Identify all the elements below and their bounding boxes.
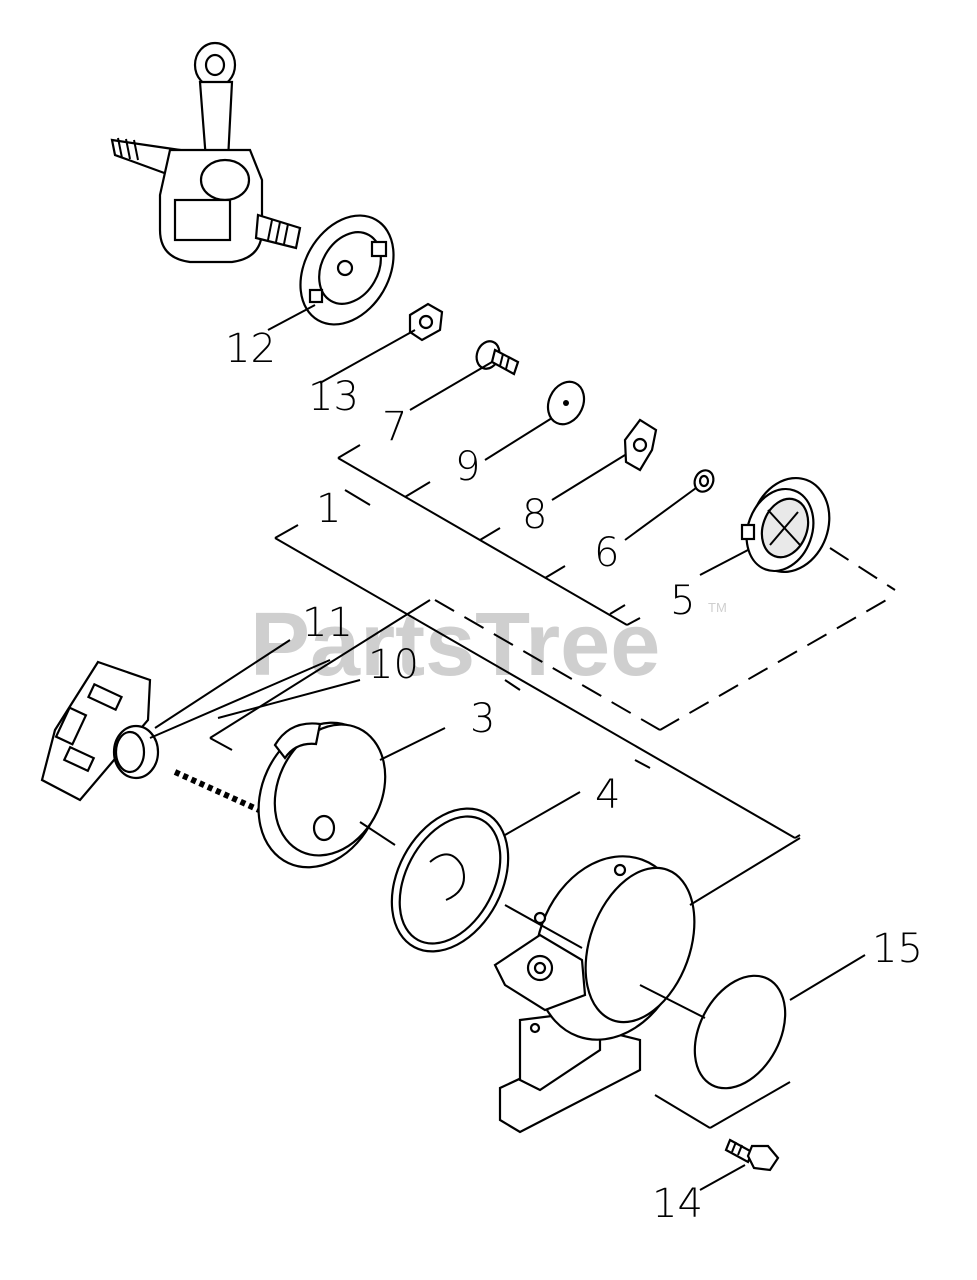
- callout-3: 3: [470, 696, 495, 742]
- nut: [408, 302, 444, 342]
- small-ring: [693, 469, 715, 493]
- callout-10: 10: [368, 642, 419, 688]
- callout-1: 1: [316, 486, 341, 532]
- watermark-trademark: TM: [708, 600, 727, 615]
- ratchet-plate: [623, 418, 658, 472]
- callout-12: 12: [225, 326, 276, 372]
- bolt: [475, 340, 520, 376]
- callout-9: 9: [455, 444, 480, 490]
- starter-pulley: [740, 476, 831, 574]
- callout-4: 4: [595, 772, 620, 818]
- washer: [546, 380, 586, 426]
- callout-5: 5: [670, 578, 695, 624]
- starter-reel: [257, 721, 387, 869]
- starter-housing: [493, 855, 696, 1134]
- starter-rope: [173, 769, 272, 818]
- group-brackets: [209, 444, 896, 1129]
- starter-handle: [40, 660, 160, 802]
- watermark-brand: PartsTree: [250, 595, 660, 695]
- crankshaft-assembly: [110, 41, 302, 264]
- housing-screw: [724, 1138, 780, 1172]
- cover-disc: [693, 974, 787, 1090]
- callout-14: 14: [652, 1181, 703, 1227]
- callout-labels: 12 13 7 9 1 8 6 5 11 10 3 4 15 14: [225, 326, 923, 1227]
- leader-lines: [149, 304, 866, 1191]
- callout-8: 8: [522, 492, 547, 538]
- flywheel-disc: [299, 214, 395, 326]
- callout-15: 15: [872, 926, 923, 972]
- recoil-spring: [390, 807, 510, 953]
- callout-13: 13: [308, 374, 359, 420]
- callout-11: 11: [302, 600, 353, 646]
- callout-6: 6: [594, 530, 619, 576]
- callout-7: 7: [382, 404, 407, 450]
